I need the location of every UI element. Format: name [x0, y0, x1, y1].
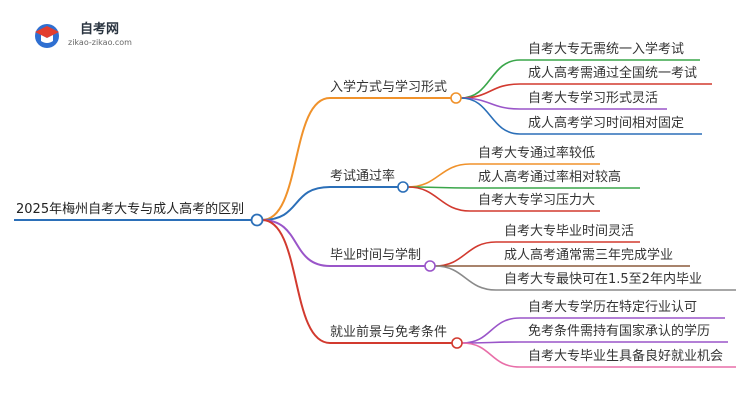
logo-name: 自考网	[80, 22, 120, 37]
logo-url: zikao-zikao.com	[68, 38, 132, 47]
branch-connector	[261, 219, 331, 344]
branch-node	[451, 337, 463, 349]
leaf-topic[interactable]: 自考大专学习压力大	[478, 193, 596, 208]
graduation-cap-icon	[35, 24, 59, 48]
branch-connector	[261, 219, 331, 267]
leaf-connector	[461, 317, 521, 344]
root-topic[interactable]: 2025年梅州自考大专与成人高考的区别	[16, 202, 245, 217]
site-logo[interactable]: 自考网 zikao-zikao.com	[30, 14, 150, 50]
leaf-connector	[460, 97, 521, 135]
leaf-topic[interactable]: 自考大专毕业生具备良好就业机会	[528, 349, 724, 364]
branch-topic[interactable]: 考试通过率	[330, 169, 396, 184]
branch-node	[397, 181, 409, 193]
leaf-connector	[407, 163, 471, 188]
branch-topic[interactable]: 毕业时间与学制	[330, 248, 422, 263]
leaf-topic[interactable]: 自考大专最快可在1.5至2年内毕业	[504, 272, 702, 287]
leaf-topic[interactable]: 成人高考需通过全国统一考试	[528, 66, 698, 81]
branch-node	[450, 92, 462, 104]
leaf-connector	[460, 59, 521, 99]
leaf-connector	[434, 241, 497, 267]
branch-connector	[261, 97, 331, 221]
leaf-connector	[407, 186, 471, 212]
leaf-topic[interactable]: 自考大专无需统一入学考试	[528, 42, 685, 57]
branch-node	[424, 260, 436, 272]
leaf-topic[interactable]: 自考大专学习形式灵活	[528, 91, 659, 106]
branch-connector	[261, 186, 331, 221]
leaf-topic[interactable]: 免考条件需持有国家承认的学历	[528, 324, 711, 339]
root-node	[250, 213, 264, 227]
leaf-topic[interactable]: 自考大专学历在特定行业认可	[528, 300, 698, 315]
leaf-topic[interactable]: 成人高考通常需三年完成学业	[504, 248, 674, 263]
leaf-topic[interactable]: 自考大专毕业时间灵活	[504, 224, 635, 239]
branch-topic[interactable]: 入学方式与学习形式	[330, 80, 448, 95]
leaf-topic[interactable]: 成人高考通过率相对较高	[478, 170, 622, 185]
leaf-topic[interactable]: 成人高考学习时间相对固定	[528, 116, 685, 131]
leaf-connector	[434, 265, 497, 291]
branch-topic[interactable]: 就业前景与免考条件	[330, 325, 448, 340]
leaf-topic[interactable]: 自考大专通过率较低	[478, 146, 596, 161]
leaf-connector	[461, 342, 521, 368]
